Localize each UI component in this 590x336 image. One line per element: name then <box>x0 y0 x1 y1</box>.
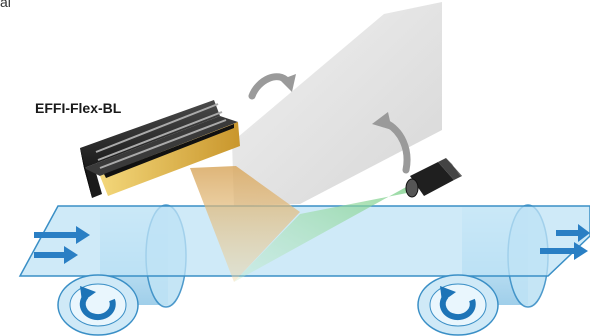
inspection-plane <box>232 2 442 206</box>
device-label: EFFI-Flex-BL <box>35 100 121 116</box>
camera-icon <box>406 158 462 197</box>
left-roller-endcap <box>58 275 138 335</box>
right-roller-endcap <box>418 275 498 335</box>
